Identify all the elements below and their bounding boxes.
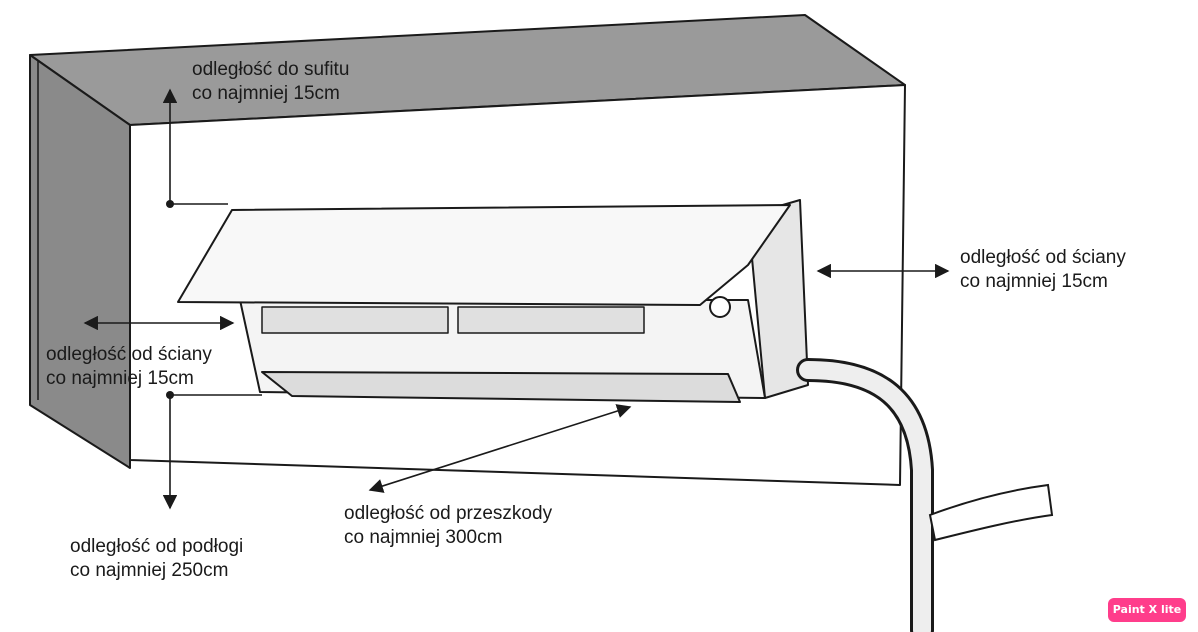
ceiling-leader-dot bbox=[166, 200, 174, 208]
dimension-lines bbox=[83, 88, 950, 510]
obstacle-arrow bbox=[368, 404, 632, 493]
right-wall-clearance-line1: odległość od ściany bbox=[960, 247, 1126, 268]
floor-clearance-line2: co najmniej 250cm bbox=[70, 560, 229, 581]
ceiling-clearance-line1: odległość do sufitu bbox=[192, 59, 350, 80]
unit-lid bbox=[177, 204, 791, 306]
left-wall-clearance-line2: co najmniej 15cm bbox=[46, 368, 194, 389]
refrigerant-pipe-inner bbox=[799, 361, 931, 632]
louver-flap bbox=[261, 371, 741, 403]
floor-clearance-line1: odległość od podłogi bbox=[70, 536, 244, 557]
watermark-badge: Paint X lite bbox=[1108, 598, 1186, 622]
status-indicator bbox=[709, 296, 731, 318]
pipe-strap bbox=[928, 483, 1054, 542]
left-wall-clearance-label: odległość od ściany co najmniej 15cm bbox=[46, 343, 212, 391]
obstacle-clearance-line2: co najmniej 300cm bbox=[344, 527, 503, 548]
ceiling-clearance-label: odległość do sufitu co najmniej 15cm bbox=[192, 58, 349, 106]
left-wall-clearance-line1: odległość od ściany bbox=[46, 344, 212, 365]
right-wall-clearance-line2: co najmniej 15cm bbox=[960, 271, 1108, 292]
obstacle-clearance-label: odległość od przeszkody co najmniej 300c… bbox=[344, 502, 552, 550]
obstacle-clearance-line1: odległość od przeszkody bbox=[344, 503, 553, 524]
ceiling-clearance-line2: co najmniej 15cm bbox=[192, 83, 340, 104]
floor-leader-dot bbox=[166, 391, 174, 399]
air-outlet-left bbox=[261, 306, 449, 334]
air-outlet-right bbox=[457, 306, 645, 334]
floor-clearance-label: odległość od podłogi co najmniej 250cm bbox=[70, 535, 243, 583]
right-wall-clearance-label: odległość od ściany co najmniej 15cm bbox=[960, 246, 1126, 294]
indoor-unit bbox=[177, 199, 809, 403]
left-wall-side bbox=[29, 54, 131, 469]
